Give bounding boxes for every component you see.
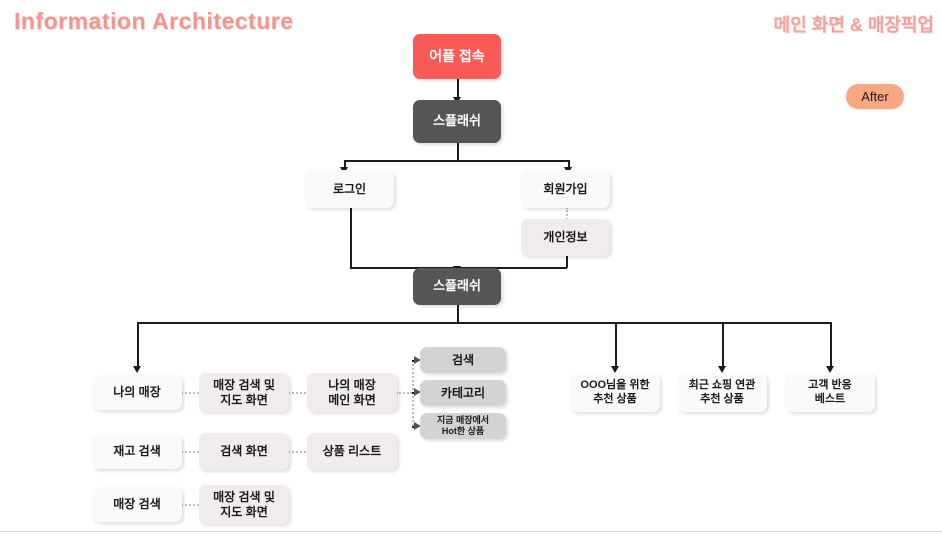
- node-my-store-main[interactable]: 나의 매장 메인 화면: [307, 373, 397, 412]
- node-category[interactable]: 카테고리: [420, 380, 506, 406]
- connector-main-bus: [137, 322, 831, 324]
- arrowhead-recommend: [610, 366, 619, 373]
- node-hot-in-store[interactable]: 지금 매장에서 Hot한 상품: [420, 413, 506, 439]
- connector-splash2-down: [457, 305, 459, 323]
- page-title: Information Architecture: [14, 8, 294, 34]
- status-badge-after: After: [846, 84, 904, 109]
- connector-personal-info-down: [566, 255, 568, 268]
- node-stock-search[interactable]: 재고 검색: [92, 434, 182, 469]
- connector-search-screen-to-list: [288, 451, 310, 453]
- node-product-list[interactable]: 상품 리스트: [307, 433, 397, 470]
- connector-bus-drop-1: [137, 322, 139, 370]
- node-personal-info[interactable]: 개인정보: [521, 219, 610, 256]
- arrowhead-hot: [414, 422, 421, 430]
- connector-bus-drop-4: [830, 322, 832, 370]
- connector-bus-to-signup: [568, 160, 570, 170]
- node-search[interactable]: 검색: [420, 347, 506, 373]
- node-signup[interactable]: 회원가입: [521, 170, 610, 208]
- connector-map-to-main: [288, 392, 310, 394]
- connector-my-store-to-map: [181, 392, 203, 394]
- arrowhead-my-store: [132, 366, 141, 373]
- connector-splash-down: [457, 143, 459, 161]
- node-app-access[interactable]: 어플 접속: [413, 34, 501, 79]
- node-recommend-for-you[interactable]: OOO님을 위한 추천 상품: [570, 373, 660, 412]
- node-store-search[interactable]: 매장 검색: [92, 487, 182, 522]
- arrowhead-recent-related: [717, 366, 726, 373]
- connector-stock-to-search-screen: [181, 451, 203, 453]
- node-recent-shopping-related[interactable]: 최근 쇼핑 연관 추천 상품: [677, 373, 767, 412]
- arrowhead-search: [414, 356, 421, 364]
- connector-login-down: [350, 208, 352, 268]
- node-store-search-map-1[interactable]: 매장 검색 및 지도 화면: [199, 373, 289, 412]
- connector-splash-bus: [344, 160, 570, 162]
- arrowhead-category: [414, 388, 421, 396]
- connector-bus-drop-3: [722, 322, 724, 370]
- node-search-screen[interactable]: 검색 화면: [199, 433, 289, 470]
- page-subtitle: 메인 화면 & 매장픽업: [773, 15, 934, 35]
- node-splash-top[interactable]: 스플래쉬: [413, 100, 501, 143]
- arrowhead-customer-best: [825, 366, 834, 373]
- node-customer-best[interactable]: 고객 반응 베스트: [785, 373, 875, 412]
- connector-app-to-splash: [457, 79, 459, 101]
- footer-divider: [0, 531, 942, 532]
- connector-bus-to-login: [344, 160, 346, 170]
- connector-main-to-branch: [396, 392, 412, 394]
- node-splash-second[interactable]: 스플래쉬: [413, 268, 501, 305]
- node-login[interactable]: 로그인: [305, 170, 394, 208]
- node-store-search-map-2[interactable]: 매장 검색 및 지도 화면: [199, 485, 289, 524]
- connector-signup-to-personal-info: [566, 207, 568, 220]
- node-my-store[interactable]: 나의 매장: [92, 375, 182, 410]
- connector-store-search-to-map: [181, 504, 203, 506]
- connector-bus-drop-2: [615, 322, 617, 370]
